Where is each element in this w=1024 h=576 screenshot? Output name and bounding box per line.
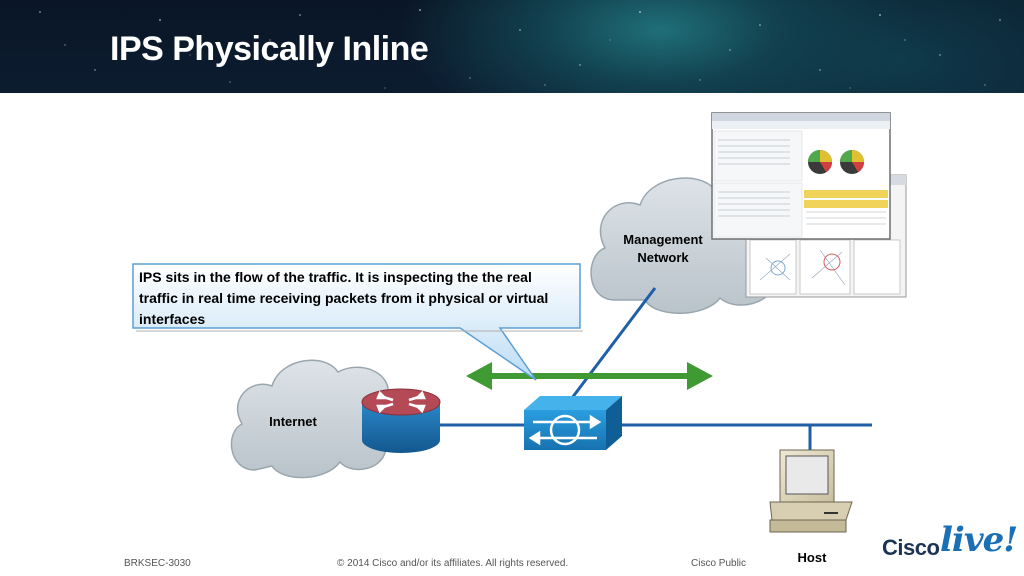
traffic-flow-arrow	[466, 362, 713, 390]
logo-event-text: live!	[940, 520, 1018, 560]
ips-sensor-icon	[524, 396, 622, 450]
footer-copyright: © 2014 Cisco and/or its affiliates. All …	[337, 558, 569, 569]
host-computer-icon	[769, 449, 853, 533]
starfield-background	[39, 9, 1001, 89]
footer-classification: Cisco Public	[691, 558, 747, 569]
footer-session-id: BRKSEC-3030	[124, 558, 191, 569]
logo-brand-text: Cisco	[882, 535, 940, 560]
host-label: Host	[797, 550, 827, 565]
management-console-screenshot-front	[711, 112, 891, 240]
management-network-label: Management Network	[623, 232, 703, 265]
link-switch-to-management	[570, 287, 657, 399]
callout-text: IPS sits in the flow of the traffic. It …	[139, 269, 549, 327]
slide-header: IPS Physically Inline	[0, 0, 1024, 93]
router-icon	[361, 388, 441, 453]
internet-cloud	[230, 359, 405, 479]
internet-label: Internet	[269, 414, 317, 429]
callout-bubble	[132, 263, 583, 381]
cisco-live-logo: Cisco live!	[882, 516, 1018, 562]
slide-title: IPS Physically Inline	[110, 30, 429, 68]
